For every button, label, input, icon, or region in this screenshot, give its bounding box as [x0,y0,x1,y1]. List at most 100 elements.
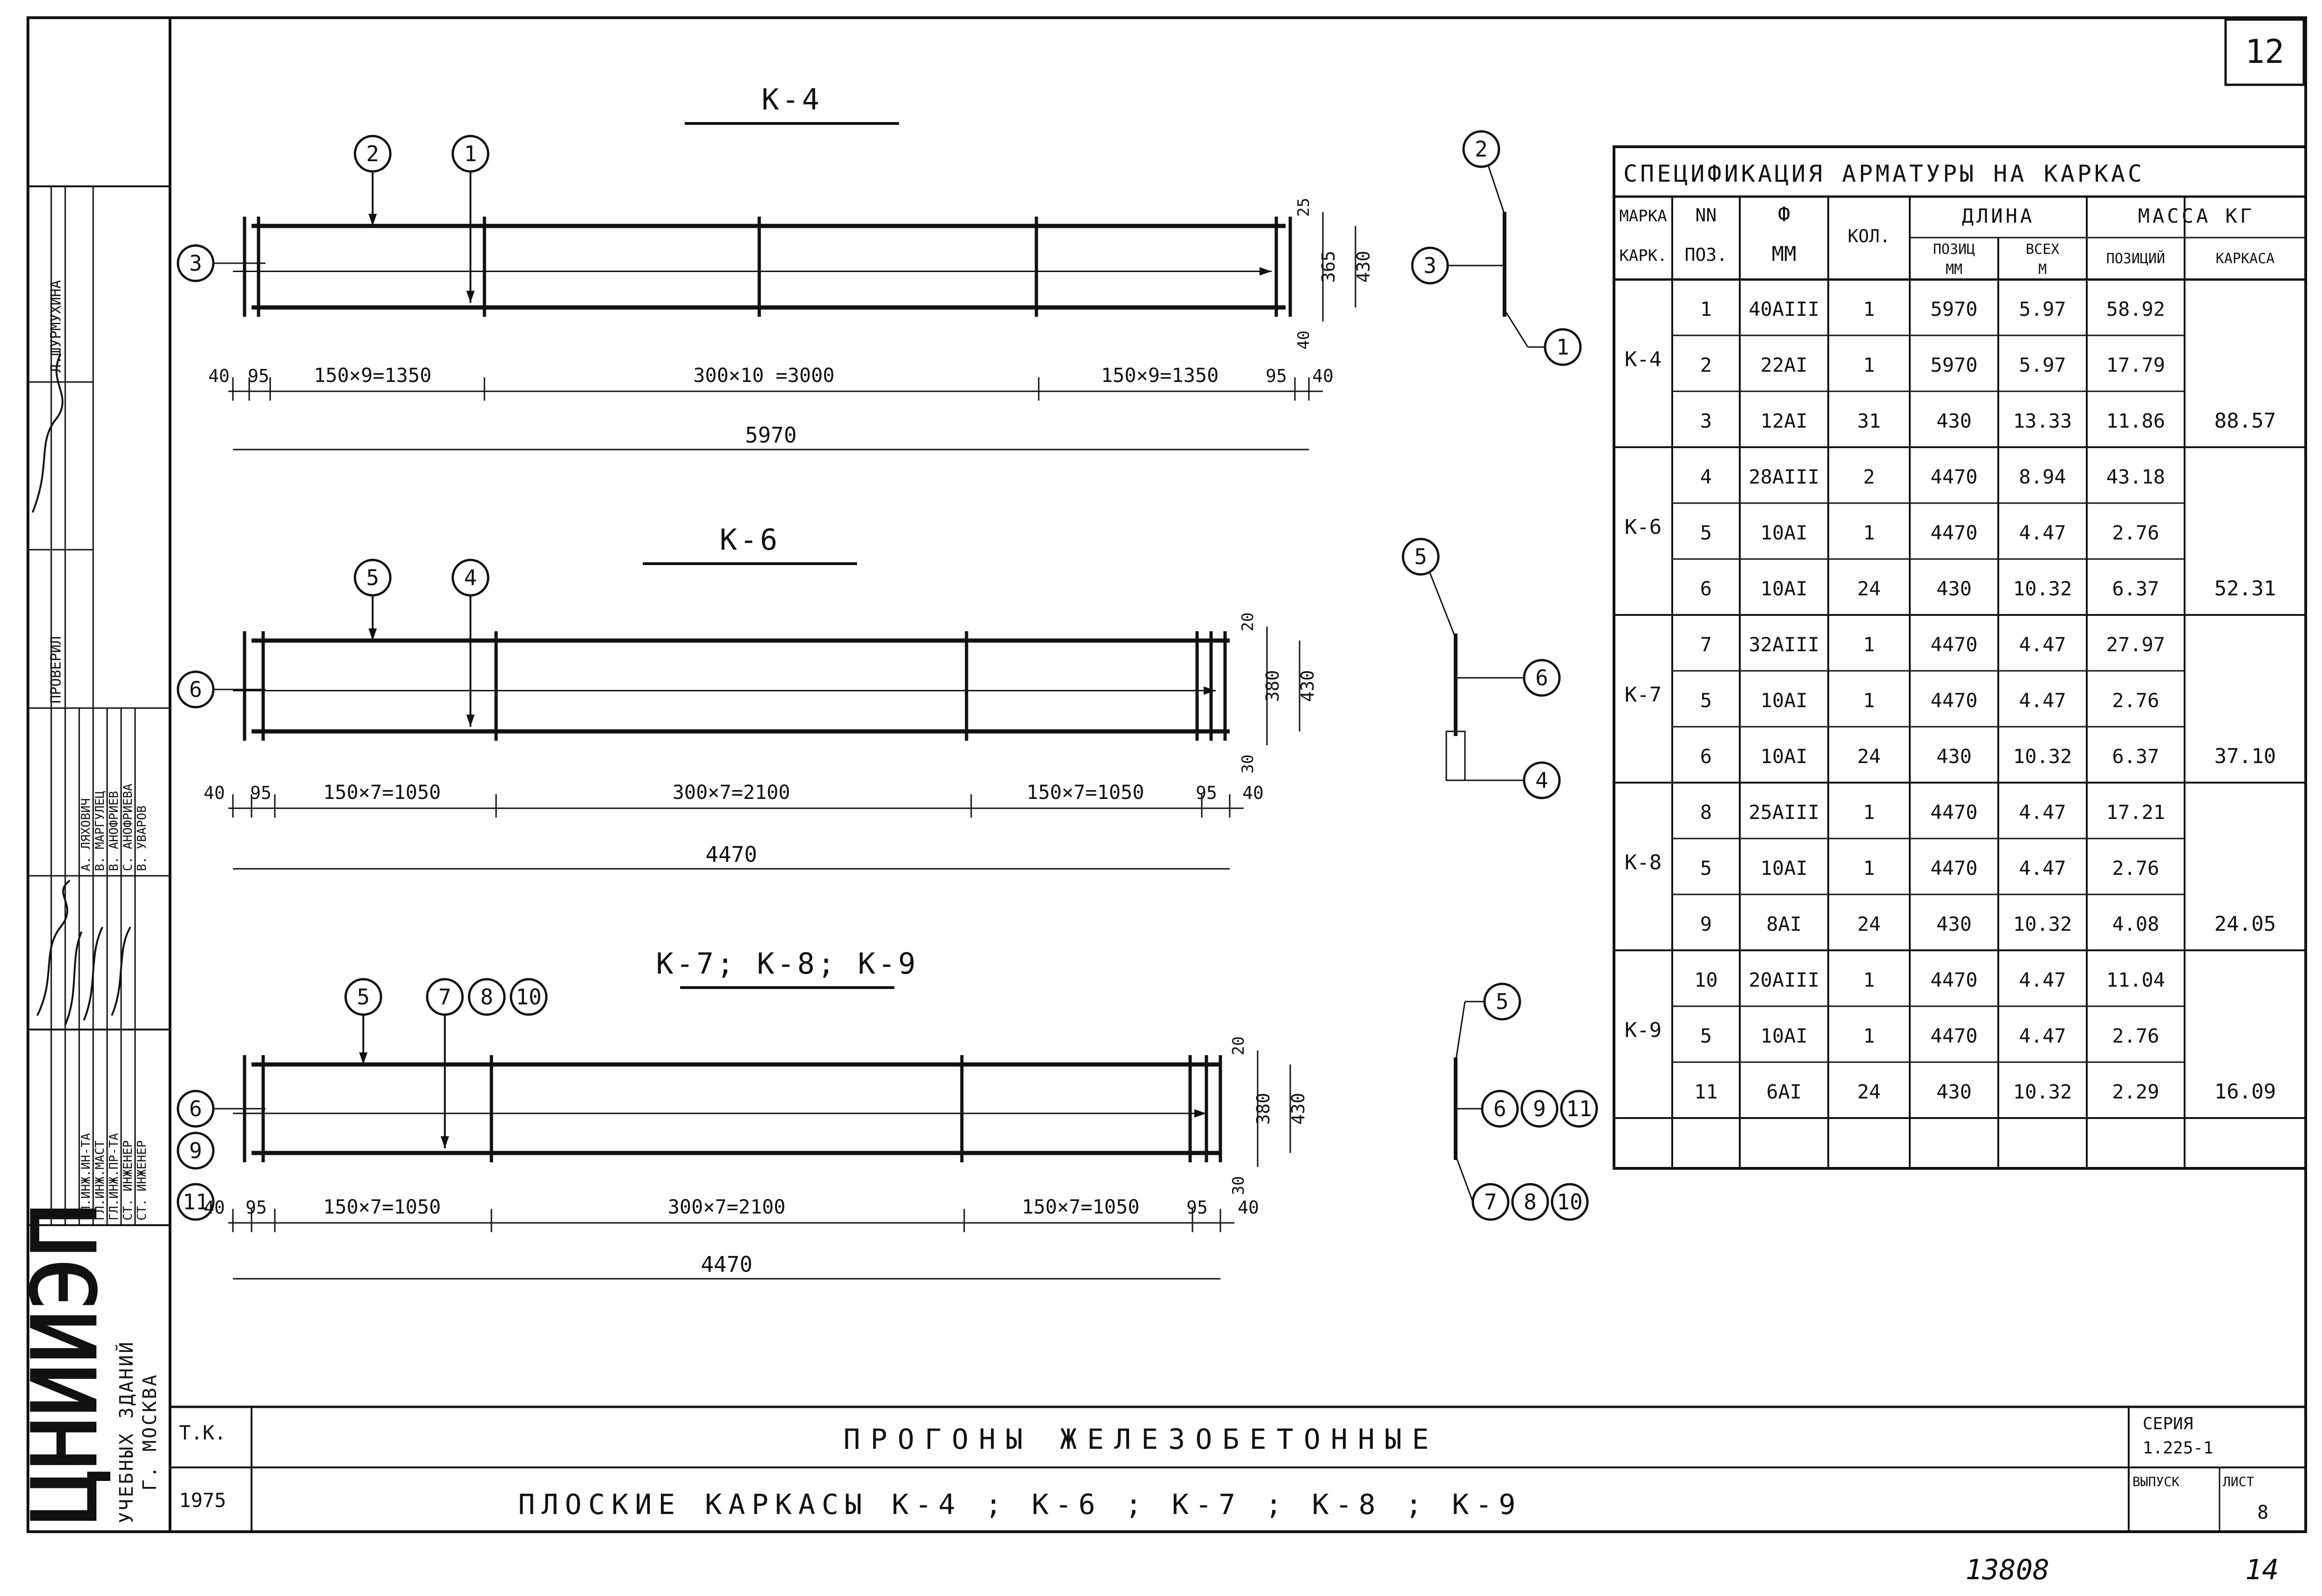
spec-frame-total: 16.09 [2214,1080,2276,1104]
spec-cell: 4 [1700,465,1712,488]
spec-cell: 430 [1936,913,1972,935]
dimension-label: 150×7=1050 [323,781,441,804]
spec-cell: 17.79 [2106,354,2165,376]
section-marker [1402,538,1440,576]
spec-cell: 4470 [1930,801,1977,824]
spec-head-mass-pos: ПОЗИЦИЙ [2106,250,2165,267]
section-stirrup [1445,730,1466,781]
section-leader [1487,165,1505,215]
section-leader [1455,1155,1474,1202]
section-marker-label: 5 [1414,544,1427,569]
signature-name: С. АНОФРИЕВА [121,784,135,871]
spec-cell: 6.37 [2112,577,2159,600]
spec-cell: 25АIII [1749,801,1819,824]
signature-role: СТ. ИНЖЕНЕР [121,1140,135,1221]
frame-title: К-4 [762,82,822,116]
spec-cell: 5 [1700,1024,1712,1047]
sheet-number-box [2224,18,2305,86]
spec-table: СПЕЦИФИКАЦИЯ АРМАТУРЫ НА КАРКАСМАРКАКАРК… [1613,145,2307,1170]
marker-top [451,135,490,173]
dimension-label: 40 [204,1197,225,1218]
signature-role: ГЛ.ИНЖ.ИН-ТА [79,1133,93,1221]
signature-name: В. АНОФРИЕВ [107,791,121,871]
spec-cell: 5970 [1930,298,1977,321]
stamp-issue-label: ВЫПУСК [2132,1474,2179,1489]
stamp-series-label: СЕРИЯ [2143,1414,2193,1433]
height-label: 20 [1239,613,1257,632]
inner-rod-head [1194,1109,1206,1118]
spec-cell: 1 [1863,857,1875,880]
signature-name: В. МАРГУЛЕЦ [93,791,107,871]
spec-cell: 430 [1936,409,1972,432]
dimension-label: 300×7=2100 [668,1195,786,1218]
spec-cell: 17.21 [2106,801,2165,824]
height-label: 25 [1294,198,1313,217]
marker-left-label: 6 [189,1096,202,1121]
section-marker-label: 2 [1475,136,1488,162]
section-marker-label: 1 [1556,334,1569,360]
marker-top [354,135,392,173]
section-marker [1411,246,1449,285]
spec-mark: К-6 [1625,515,1661,539]
dimension-label: 40 [1242,783,1264,803]
stamp-year: 1975 [179,1489,226,1512]
spec-cell: 2.29 [2112,1080,2159,1103]
dimension-label: 95 [250,783,272,803]
spec-mark: К-4 [1625,348,1661,371]
spec-head-dia: Ф [1778,203,1791,226]
signature-1 [36,880,71,1016]
section-marker-label: 6 [1535,665,1548,690]
marker-arrow-head [466,291,475,303]
marker-top [468,978,506,1016]
marker-arrow-head [466,715,475,727]
section-leader [1455,1001,1466,1063]
marker-arrow-head [368,628,377,641]
section-leader [1504,309,1529,348]
spec-mark: К-9 [1625,1018,1661,1042]
section-leader [1429,573,1457,639]
spec-cell: 8АI [1766,913,1802,935]
spec-cell: 10АI [1760,1024,1807,1047]
height-label: 380 [1262,670,1283,702]
spec-cell: 10 [1694,969,1718,991]
spec-cell: 4.47 [2019,801,2066,824]
spec-frame-total: 37.10 [2214,744,2276,768]
inner-rod-head [1260,267,1272,276]
spec-cell: 24 [1857,913,1881,935]
spec-cell: 4.08 [2112,913,2159,935]
spec-border [1613,145,2307,1170]
spec-cell: 5 [1700,857,1712,880]
spec-frame-total: 24.05 [2214,912,2276,936]
spec-cell: 1 [1863,633,1875,656]
spec-cell: 2.76 [2112,1024,2159,1047]
signature-4 [111,926,131,1016]
spec-cell: 6 [1700,577,1712,600]
dimension-label: 95 [245,1197,267,1218]
marker-arrow-head [359,1052,368,1064]
section-marker-label: 8 [1524,1189,1537,1214]
signature-name: В. УВАРОВ [135,805,149,871]
spec-cell: 4470 [1930,969,1977,991]
spec-cell: 5.97 [2019,298,2066,321]
height-label: 30 [1239,755,1257,774]
org-logo: ЦНИИЭП [14,1204,116,1523]
frame-title: К-7; К-8; К-9 [656,947,918,981]
spec-cell: 12АI [1760,409,1807,432]
spec-cell: 10АI [1760,745,1807,768]
total-dimension: 5970 [745,423,797,448]
spec-cell: 6.37 [2112,745,2159,768]
section-k6: 564 [1402,538,1561,799]
spec-head-qty: КОЛ. [1848,226,1891,246]
spec-cell: 4470 [1930,689,1977,712]
section-marker-label: 9 [1533,1096,1546,1121]
spec-cell: 4470 [1930,1024,1977,1047]
checked-label: ПРОВЕРИЛ [48,636,64,704]
height-label: 365 [1318,251,1339,283]
frame-title: К-6 [720,523,780,557]
section-marker [1551,1183,1589,1221]
section-marker-label: 3 [1423,253,1437,278]
org-city: Г. МОСКВА [139,1373,161,1491]
